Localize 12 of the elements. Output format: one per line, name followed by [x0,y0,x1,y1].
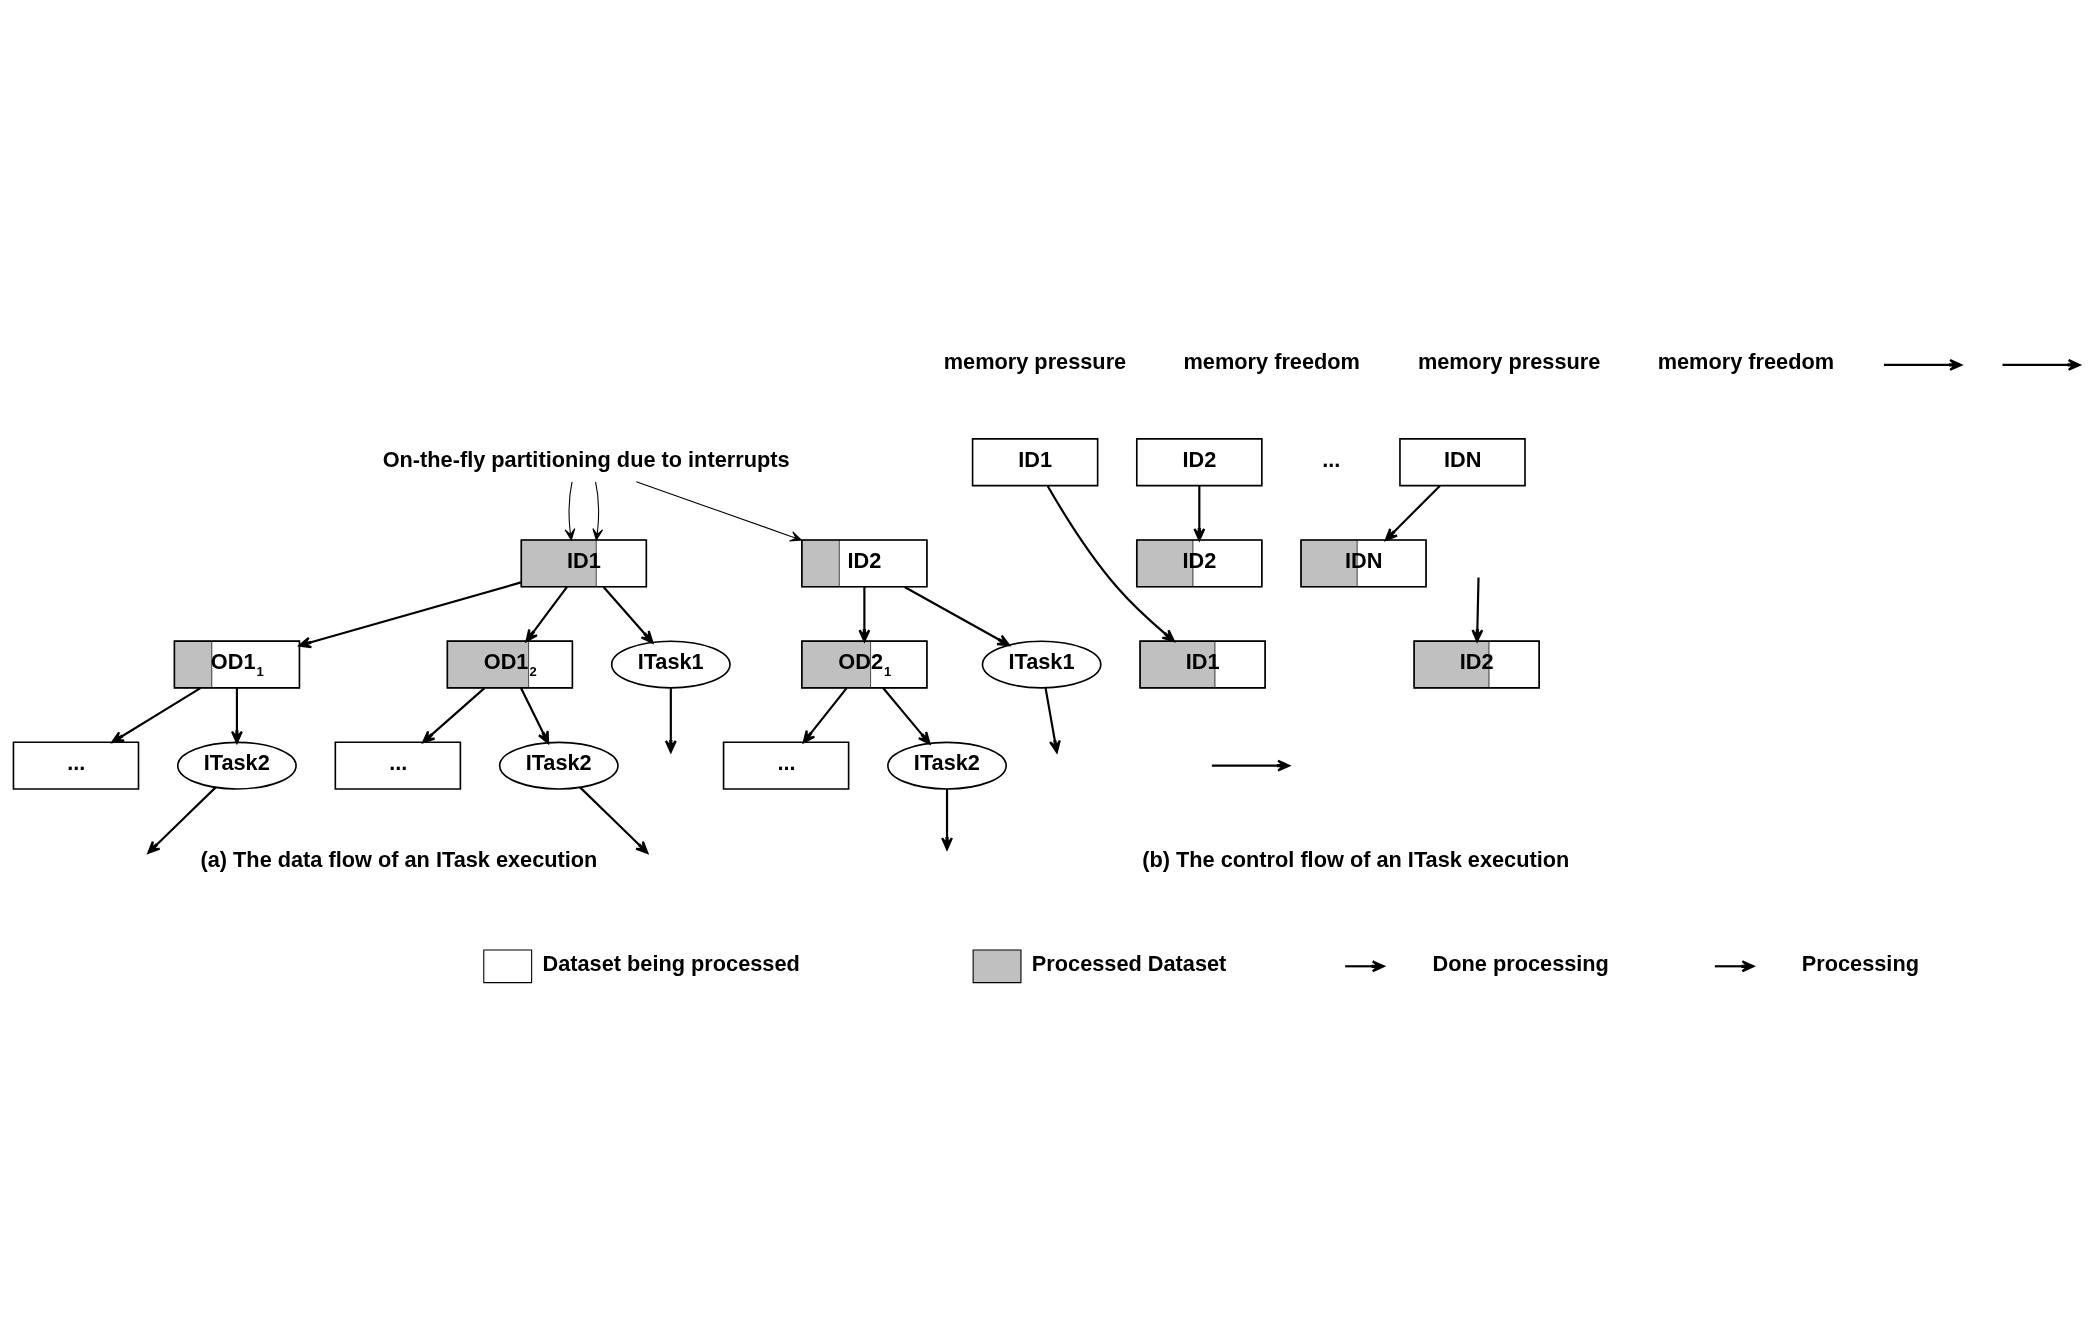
label: memory pressure [1417,349,1601,375]
label: (a) The data flow of an ITask execution [200,847,598,873]
legend-label: Dataset being processed [542,950,800,976]
label: (b) The control flow of an ITask execution [1142,847,1570,873]
label: memory pressure [943,349,1127,375]
label: ... [1322,446,1341,472]
legend-label: Done processing [1432,950,1609,976]
label: memory freedom [1657,349,1835,375]
legend-label: Processing [1801,950,1919,976]
label: memory freedom [1183,349,1360,375]
node-text: On-the-fly partitioning due to interrupts [382,446,790,472]
legend-label: Processed Dataset [1031,950,1227,976]
